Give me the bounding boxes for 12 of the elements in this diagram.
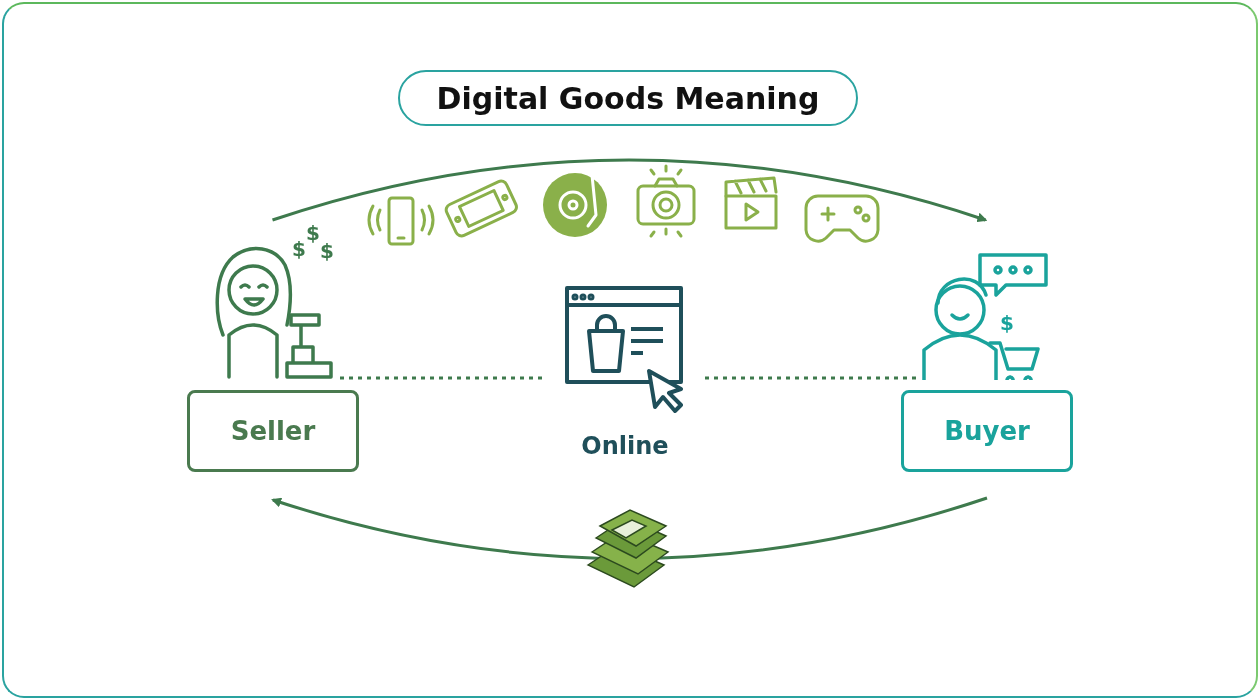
role-box: Buyer [901, 390, 1073, 472]
curved-arrow [272, 158, 988, 223]
node-label: Online [580, 432, 670, 460]
dollar-sign: $ [306, 222, 320, 244]
dotted-connector [705, 376, 918, 380]
role-box: Seller [187, 390, 359, 472]
dotted-connector [340, 376, 545, 380]
title: Digital Goods Meaning [398, 70, 858, 126]
dollar-sign: $ [320, 240, 334, 262]
dollar-sign: $ [1000, 312, 1014, 334]
dollar-sign: $ [292, 238, 306, 260]
curved-arrow [271, 496, 988, 560]
